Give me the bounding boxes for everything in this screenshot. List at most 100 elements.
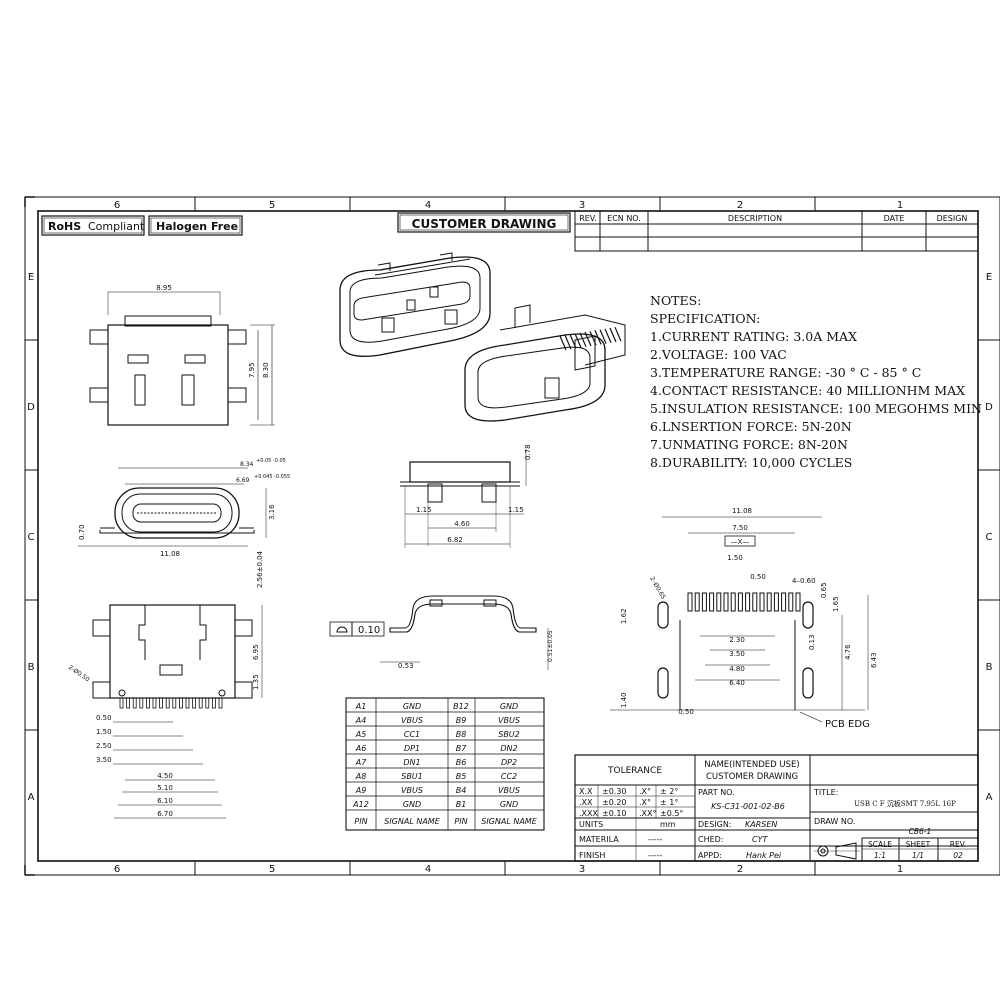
pcb-v1-dim: 0.13 [808, 634, 816, 650]
front-base-dim: 11.08 [160, 550, 180, 558]
smt-pin [126, 697, 130, 709]
pin-table-cell: SBU1 [401, 772, 423, 781]
sheet-label: SHEET [906, 840, 931, 849]
smt-pin [192, 697, 197, 709]
tolerance-cell: ± 1° [660, 798, 678, 807]
front-w2-dim: 6.69 [236, 477, 250, 484]
customer-drawing-title: CUSTOMER DRAWING [397, 212, 571, 233]
pin-table-cell: B4 [456, 786, 467, 795]
pcb-d6-dim: 4.80 [729, 665, 745, 673]
col-label: 1 [897, 200, 903, 211]
materila-value: ----- [648, 835, 663, 844]
halogen-badge: Halogen Free [148, 215, 243, 236]
side-d-dim: 6.82 [447, 536, 463, 544]
row-label: B [28, 662, 35, 673]
pin-table-cell: DP1 [404, 744, 420, 753]
units-label: UNITS [579, 820, 603, 829]
top-view: 8.95 8.30 7.95 [89, 284, 275, 426]
iso-pin [584, 331, 592, 347]
pcb-w1-dim: 11.08 [732, 507, 752, 515]
row-label: E [28, 272, 34, 283]
pin-table-footer-cell: SIGNAL NAME [481, 817, 537, 826]
bottom-pitch-7: 6.10 [157, 797, 173, 805]
smt-pin [145, 697, 150, 709]
section-a-dim: 0.53 [398, 662, 414, 670]
pin-table-cell: VBUS [498, 786, 520, 795]
pin-table-cell: B12 [453, 702, 469, 711]
pin-table-cell: VBUS [401, 786, 423, 795]
top-width-dim: 8.95 [156, 284, 172, 292]
rohs-label-rest: Compliant [88, 220, 145, 233]
pcb-pad [694, 592, 700, 612]
smt-pin [198, 697, 203, 709]
pcb-pad [701, 592, 707, 612]
bottom-view: 6.95 1.35 2-Ø0.50 0.50 1.50 2.50 3.50 4.… [67, 604, 263, 819]
pcb-d1-dim: 1.50 [727, 554, 743, 562]
pcb-pad [759, 592, 765, 612]
pin-table-footer-cell: PIN [454, 817, 467, 826]
pin-table-cell: VBUS [498, 716, 520, 725]
front-left-dim: 0.70 [78, 524, 86, 540]
col-label: 5 [269, 200, 275, 211]
smt-pin [132, 697, 137, 709]
bottom-pitch-4: 3.50 [96, 756, 112, 764]
tolerance-cell: .XX° [639, 809, 657, 818]
drawno-value: CB6-1 [909, 827, 932, 836]
front-foot-dim: 2.56±0.04 [256, 550, 264, 588]
drawing-title: CUSTOMER DRAWING [412, 217, 557, 231]
tolerance-cell: ±0.20 [602, 798, 627, 807]
pin-table-cell: A6 [355, 744, 367, 753]
specification-notes: NOTES: SPECIFICATION: 1.CURRENT RATING: … [650, 293, 982, 470]
pin-table-cell: A5 [355, 730, 367, 739]
note-line: 2.VOLTAGE: 100 VAC [650, 347, 787, 362]
front-w1-dim: 8.34 [240, 461, 254, 468]
isometric-view-front [339, 252, 491, 357]
smt-pin [178, 697, 183, 709]
border-row-labels: E D C B A E D C B A [27, 272, 993, 803]
sheet-value: 1/1 [912, 851, 924, 860]
date-header: DATE [884, 214, 905, 223]
pcb-r2-dim: 1.65 [832, 596, 840, 612]
front-tol2: +0.045 -0.055 [254, 474, 290, 480]
bottom-pitch-3: 2.50 [96, 742, 112, 750]
smt-pin [185, 697, 190, 709]
description-header: DESCRIPTION [728, 214, 782, 223]
tolerance-cell: ± 2° [660, 787, 678, 796]
pcb-b1-dim: 1.40 [620, 692, 628, 708]
pin-table-cell: B5 [456, 772, 467, 781]
bottom-angle-dim: 2-Ø0.50 [67, 664, 91, 684]
pcb-layout: 11.08 7.50 —X— 1.50 0.50 4–0.60 0.65 1.6… [610, 507, 878, 730]
pin-table-cell: DP2 [501, 758, 517, 767]
design-header: DESIGN [937, 214, 968, 223]
col-label: 1 [897, 864, 903, 875]
side-view: 0.78 1.15 1.15 4.60 6.82 [400, 444, 532, 548]
col-label: 4 [425, 864, 431, 875]
title-block: TOLERANCE X.X±0.30.X°± 2°.XX±0.20.X°± 1°… [574, 754, 979, 862]
note-line: 3.TEMPERATURE RANGE: -30 ° C - 85 ° C [650, 365, 921, 380]
col-label: 2 [737, 200, 743, 211]
drawno-label: DRAW NO. [814, 817, 855, 826]
rohs-label-bold: RoHS [48, 220, 81, 233]
bottom-h2-dim: 1.35 [252, 674, 260, 690]
pin-table-cell: VBUS [401, 716, 423, 725]
title-label: TITLE: [813, 788, 838, 797]
pcb-r1-dim: 0.65 [820, 582, 828, 598]
iso-pin [564, 334, 572, 350]
iso-pin [574, 333, 582, 348]
ched-value: CYT [752, 835, 768, 844]
col-label: 3 [579, 864, 585, 875]
pcb-d5-dim: 3.50 [729, 650, 745, 658]
pcb-d3-dim: 4–0.60 [792, 577, 816, 585]
tolerance-cell: .X° [639, 787, 651, 796]
materila-label: MATERILA [579, 835, 619, 844]
top-h2-dim: 7.95 [248, 362, 256, 378]
pin-table-cell: B6 [456, 758, 467, 767]
tolerance-header: TOLERANCE [607, 766, 662, 776]
note-line: SPECIFICATION: [650, 311, 760, 326]
pin-table-cell: CC2 [501, 772, 517, 781]
pcb-h1-dim: 1.62 [620, 608, 628, 624]
pin-table-footer-cell: SIGNAL NAME [384, 817, 440, 826]
iso-pin [594, 330, 602, 345]
rev-label: REV. [950, 840, 967, 849]
